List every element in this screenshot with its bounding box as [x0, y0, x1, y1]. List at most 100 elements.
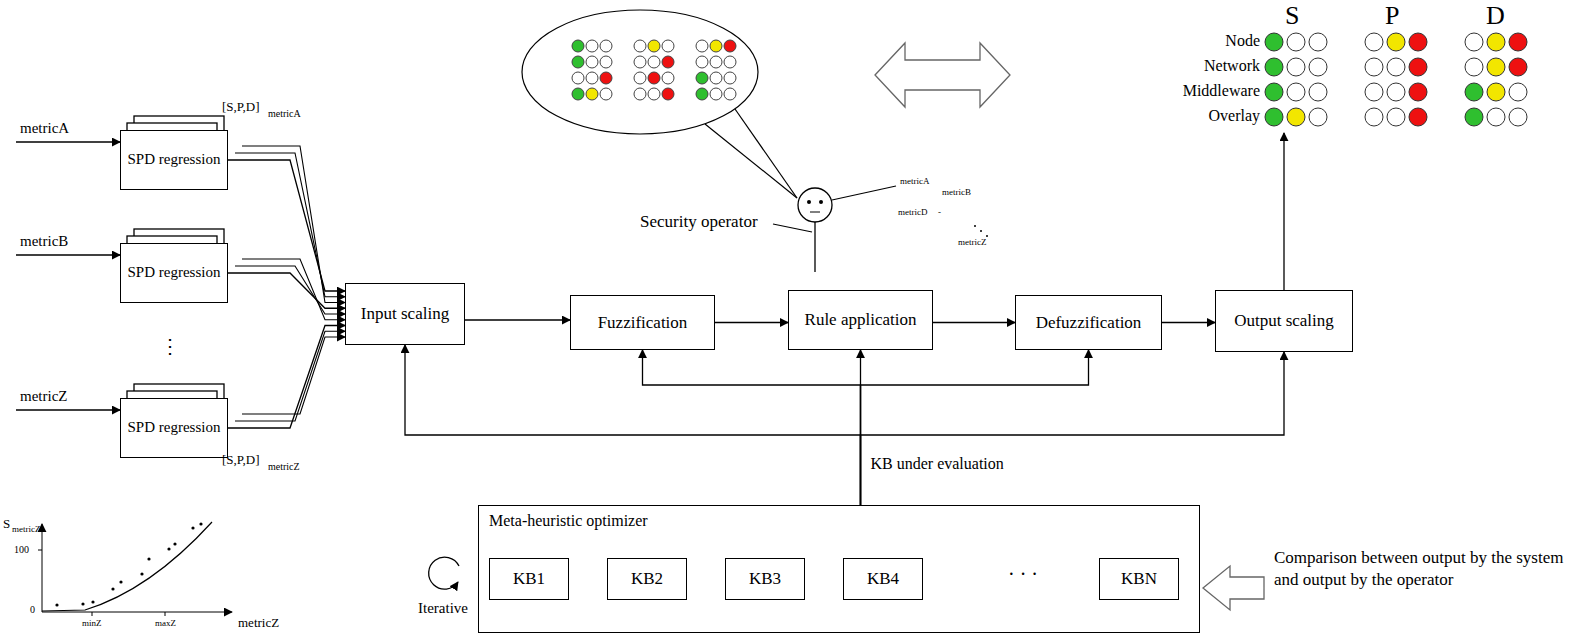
- status-dot: [662, 56, 674, 68]
- box-label: Input scaling: [361, 304, 449, 324]
- connector-arrow: [228, 160, 345, 291]
- metric-input-arrow: [16, 254, 120, 255]
- status-dot: [648, 56, 660, 68]
- speech-bubble: [522, 10, 758, 134]
- annotation-label: Node: [1225, 32, 1260, 50]
- status-dot: [724, 56, 736, 68]
- annotation-label: metricZ: [12, 525, 41, 535]
- ellipsis-dot: [986, 235, 988, 237]
- status-dot: [572, 40, 584, 52]
- status-dot: [572, 88, 584, 100]
- annotation-label: D: [1486, 2, 1505, 31]
- leader-line: [773, 224, 812, 232]
- status-dot: [1465, 108, 1483, 126]
- data-point: [91, 600, 94, 603]
- status-dot: [1309, 33, 1327, 51]
- status-dot: [586, 88, 598, 100]
- connector-label: KB under evaluation: [869, 455, 1006, 473]
- copy-output-line: [242, 259, 345, 320]
- annotation-label: 0: [30, 604, 35, 615]
- status-dot: [600, 88, 612, 100]
- data-point: [167, 547, 170, 550]
- knowledge-base-box: KBN: [1099, 558, 1179, 600]
- status-dot: [648, 88, 660, 100]
- annotation-label: metricA: [268, 108, 301, 119]
- status-dot: [572, 56, 584, 68]
- status-dot: [710, 56, 722, 68]
- comparison-arrow: [1203, 566, 1264, 610]
- box-label: Output scaling: [1234, 311, 1334, 331]
- status-dot: [662, 88, 674, 100]
- ellipsis-dot: [974, 225, 976, 227]
- annotation-label: Overlay: [1208, 107, 1260, 125]
- status-dot: [1265, 108, 1283, 126]
- status-dot: [1387, 108, 1405, 126]
- status-dot: [634, 40, 646, 52]
- status-dot: [1487, 58, 1505, 76]
- box-label: KB2: [631, 569, 663, 589]
- connector-arrow: [715, 322, 788, 323]
- annotation-label: metricZ: [238, 616, 279, 630]
- status-dot: [1387, 83, 1405, 101]
- annotation-label: metricA: [20, 120, 69, 137]
- box-label: KB4: [867, 569, 899, 589]
- status-dot: [648, 72, 660, 84]
- status-dot: [1465, 83, 1483, 101]
- status-dot: [1287, 58, 1305, 76]
- status-dot: [1365, 33, 1383, 51]
- operator-arm: [832, 186, 896, 200]
- knowledge-base-box: KB3: [725, 558, 805, 600]
- annotation-label: Middleware: [1183, 82, 1260, 100]
- data-point: [55, 603, 58, 606]
- process-box: SPD regression: [120, 130, 228, 190]
- annotation-label: maxZ: [155, 619, 176, 629]
- annotation-label: metricZ: [20, 388, 67, 405]
- status-dot: [600, 40, 612, 52]
- status-dot: [696, 56, 708, 68]
- annotation-label: minZ: [82, 619, 102, 629]
- connector-arrow: [643, 350, 861, 505]
- annotation-label: Security operator: [640, 213, 758, 232]
- status-dot: [1487, 83, 1505, 101]
- copy-output-line: [235, 153, 345, 297]
- annotation-label: metricB: [942, 188, 971, 198]
- status-dot: [662, 72, 674, 84]
- box-label: SPD regression: [128, 419, 221, 436]
- bubble-tail: [735, 109, 797, 198]
- status-dot: [724, 88, 736, 100]
- annotation-label: P: [1385, 2, 1399, 31]
- annotation-label: -: [938, 208, 941, 218]
- status-dot: [1365, 83, 1383, 101]
- output-arrow: [1283, 133, 1284, 290]
- status-dot: [724, 40, 736, 52]
- status-dot: [1387, 33, 1405, 51]
- connector-arrow: [465, 319, 570, 320]
- status-dot: [1387, 58, 1405, 76]
- operator-head: [798, 188, 832, 222]
- status-dot: [1265, 58, 1283, 76]
- ellipsis-dot: [980, 230, 982, 232]
- annotation-label: ⋮: [160, 335, 180, 357]
- status-dot: [1487, 108, 1505, 126]
- status-dot: [572, 72, 584, 84]
- regression-curve: [42, 522, 212, 611]
- copy-output-line: [242, 146, 345, 303]
- data-point: [173, 542, 176, 545]
- box-label: Meta-heuristic optimizer: [489, 512, 648, 530]
- status-dot: [724, 72, 736, 84]
- chart-tick: [92, 612, 93, 616]
- status-dot: [1287, 33, 1305, 51]
- status-dot: [1509, 108, 1527, 126]
- annotation-label: Network: [1204, 57, 1260, 75]
- status-dot: [648, 40, 660, 52]
- status-dot: [634, 88, 646, 100]
- process-box: SPD regression: [120, 398, 228, 458]
- status-dot: [600, 56, 612, 68]
- status-dot: [586, 40, 598, 52]
- annotation-label: metricB: [20, 233, 68, 250]
- operator-eye: [807, 200, 811, 204]
- box-label: Rule application: [805, 310, 917, 330]
- status-dot: [710, 88, 722, 100]
- status-dot: [1509, 83, 1527, 101]
- annotation-label: metricZ: [958, 238, 987, 248]
